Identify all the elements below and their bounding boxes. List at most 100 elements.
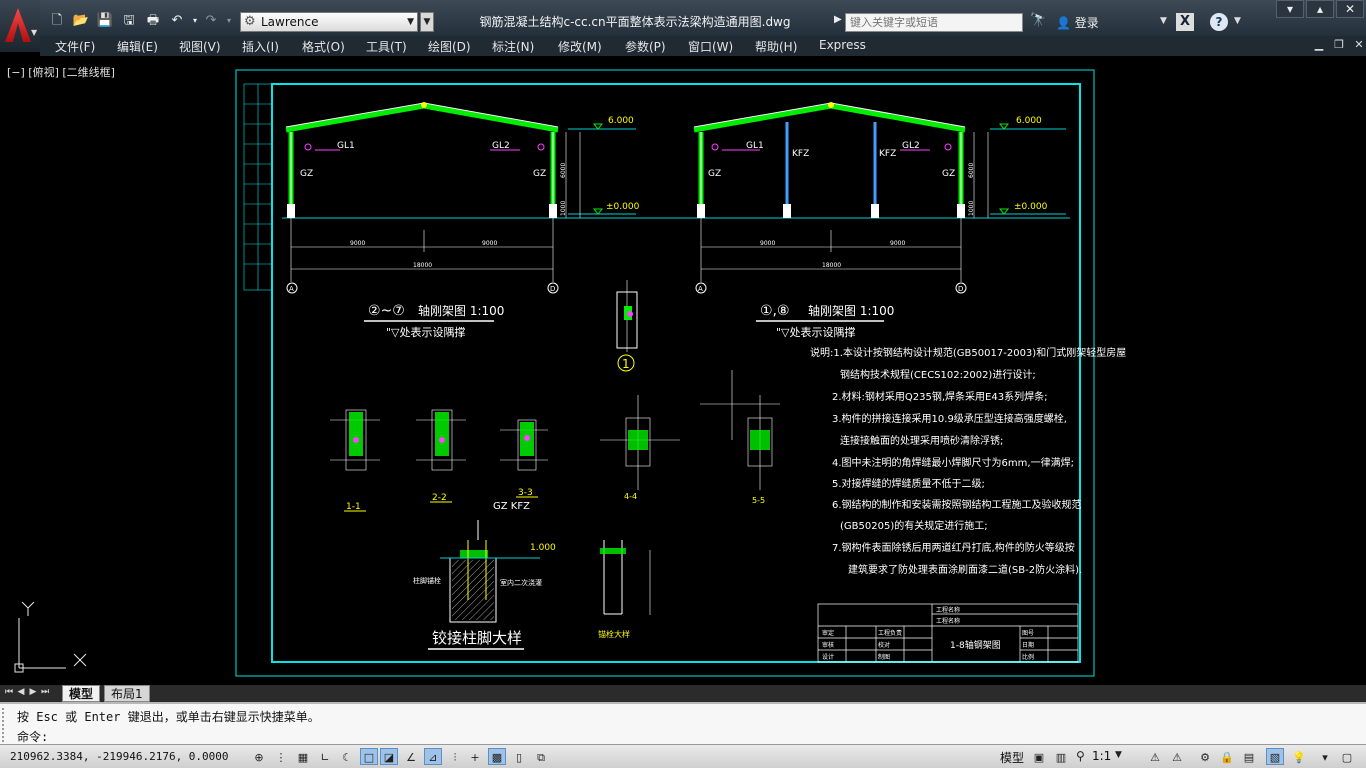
titleblock-cell: 设计 [822,653,834,661]
binoculars-icon[interactable]: 🔭 [1030,13,1047,28]
lineweight-icon[interactable]: + [470,751,480,764]
menu-tools[interactable]: 工具(T) [366,40,407,54]
tab-model[interactable]: 模型 [62,685,101,702]
menu-format[interactable]: 格式(O) [302,40,345,54]
auto-scale-icon[interactable]: ⚠ [1172,751,1182,764]
annotation-visibility-icon[interactable]: ⚠ [1150,751,1160,764]
minimize-window-button[interactable]: ▾ [1276,0,1304,18]
print-icon[interactable]: 🖶 [146,13,160,28]
infer-constraints-icon[interactable]: ⊕ [254,751,264,764]
login-dropdown-icon[interactable]: ▼ [1160,16,1167,26]
new-file-icon[interactable]: 🗋 [51,13,63,28]
selection-cycling-icon[interactable]: ⧉ [537,751,545,764]
viewport-controls[interactable]: [−] [俯视] [二维线框] [7,66,115,79]
base-note: 柱脚锚栓 [413,576,441,585]
command-input[interactable] [60,726,1350,744]
quick-view-layouts-icon[interactable]: ▣ [1033,751,1045,764]
menu-express[interactable]: Express [819,38,866,52]
titleblock-cell: 工程负责 [878,629,902,637]
snap-mode-icon[interactable]: ⋮ [275,751,287,764]
menu-edit[interactable]: 编辑(E) [117,40,158,54]
doc-close-icon[interactable]: ✕ [1354,38,1364,51]
menu-help[interactable]: 帮助(H) [755,40,798,54]
workspace-name: Lawrence [261,15,319,29]
doc-restore-icon[interactable]: ❐ [1334,38,1344,51]
next-tab-icon[interactable]: ▶ [29,687,37,697]
binding-strip [243,83,273,291]
isolate-objects-icon[interactable]: ▧ [1266,748,1284,765]
prev-tab-icon[interactable]: ◀ [17,687,25,697]
redo-icon[interactable]: ↷ [205,13,217,28]
menu-bar: 文件(F) 编辑(E) 视图(V) 插入(I) 格式(O) 工具(T) 绘图(D… [40,36,1366,56]
search-expand-icon[interactable]: ▶ [834,14,842,25]
login-button[interactable]: 👤 登录 [1056,14,1099,31]
annotation-scale-icon[interactable]: ⚲ [1076,749,1085,763]
model-space-button[interactable]: 模型 [1000,751,1025,765]
menu-parametric[interactable]: 参数(P) [625,40,666,54]
section-label: 2-2 [432,493,447,503]
close-window-button[interactable]: ✕ [1336,0,1364,18]
tab-layout1[interactable]: 布局1 [104,685,150,702]
save-as-icon[interactable]: 🖫 [123,13,135,28]
command-line-grip[interactable] [2,708,8,742]
search-input[interactable] [845,13,1023,32]
help-dropdown-icon[interactable]: ▼ [1234,16,1241,26]
menu-file[interactable]: 文件(F) [55,40,96,54]
note-line: 钢结构技术规程(CECS102:2002)进行设计; [840,368,1036,381]
3d-object-snap-icon[interactable]: ◪ [380,748,398,765]
titleblock-cell: 审核 [822,641,834,649]
last-tab-icon[interactable]: ⏭ [40,687,50,697]
bulb-icon[interactable]: 💡 [1292,751,1306,764]
lock-icon[interactable]: 🔒 [1220,751,1234,764]
polar-tracking-icon[interactable]: ☾ [342,751,352,764]
first-tab-icon[interactable]: ⏮ [4,687,14,697]
exchange-apps-button[interactable]: X [1176,13,1194,31]
status-menu-icon[interactable]: ▾ [1322,751,1328,764]
transparency-icon[interactable]: ▩ [488,748,506,765]
drawing-title: 轴刚架图 1:100 [808,303,894,318]
drawing-canvas[interactable]: GL1 GL2 GZ GZ 6.000 ±0.000 6000 1000 900… [0,56,1366,685]
frame-elevation-b: GL1 KFZ KFZ GL2 GZ GZ 6.000 ±0.000 6000 … [693,102,1066,339]
maximize-window-button[interactable]: ▴ [1306,0,1334,18]
dynamic-ucs-icon[interactable]: ⊿ [424,748,442,765]
application-menu-button[interactable]: ▼ [0,0,40,52]
workspace-switch-icon[interactable]: ⚙ [1200,751,1210,764]
menu-draw[interactable]: 绘图(D) [428,40,471,54]
clean-screen-icon[interactable]: ▢ [1341,751,1353,764]
menu-dimension[interactable]: 标注(N) [492,40,535,54]
quick-properties-icon[interactable]: ▯ [515,751,523,764]
titleblock-cell: 工程名称 [936,606,960,614]
scale-dropdown-icon[interactable]: ▼ [1115,750,1122,760]
elevation-label: ±0.000 [606,202,640,212]
cursor-coordinates[interactable]: 210962.3384, -219946.2176, 0.0000 [10,750,229,763]
menu-insert[interactable]: 插入(I) [242,40,279,54]
dimension-label: 9000 [350,240,365,247]
member-label: GL2 [492,141,510,151]
menu-view[interactable]: 视图(V) [179,40,221,54]
base-note: 室内二次浇灌 [500,578,542,587]
undo-icon[interactable]: ↶ [171,13,183,28]
drawing-title-prefix: ②~⑦ [368,303,405,319]
base-detail-header: GZ KFZ [493,501,530,512]
quick-access-menu-button[interactable]: ▼ [420,12,434,32]
open-file-icon[interactable]: 📂 [72,13,90,28]
annotation-scale[interactable]: 1:1 [1092,749,1112,763]
save-icon[interactable]: 💾 [96,13,114,28]
dynamic-input-icon[interactable]: ⫶ [453,751,457,764]
dimension-label: 1000 [968,201,975,216]
ortho-mode-icon[interactable]: ∟ [320,751,330,764]
menu-modify[interactable]: 修改(M) [558,40,602,54]
grid-display-icon[interactable]: ▦ [297,751,309,764]
note-line: 6.钢结构的制作和安装需按照钢结构工程施工及验收规范 [832,498,1082,511]
redo-dropdown-icon[interactable]: ▾ [226,16,231,25]
quick-view-drawings-icon[interactable]: ▥ [1055,751,1067,764]
object-snap-tracking-icon[interactable]: ∠ [406,751,416,764]
titleblock-cell: 工程名称 [936,617,960,625]
object-snap-icon[interactable]: □ [360,748,378,765]
menu-window[interactable]: 窗口(W) [688,40,734,54]
help-button[interactable]: ? [1210,13,1228,31]
workspace-select[interactable]: ⚙ Lawrence ▼ [240,12,418,32]
doc-minimize-icon[interactable]: ▁ [1314,38,1324,51]
hardware-acceleration-icon[interactable]: ▤ [1243,751,1255,764]
undo-dropdown-icon[interactable]: ▾ [192,16,197,25]
